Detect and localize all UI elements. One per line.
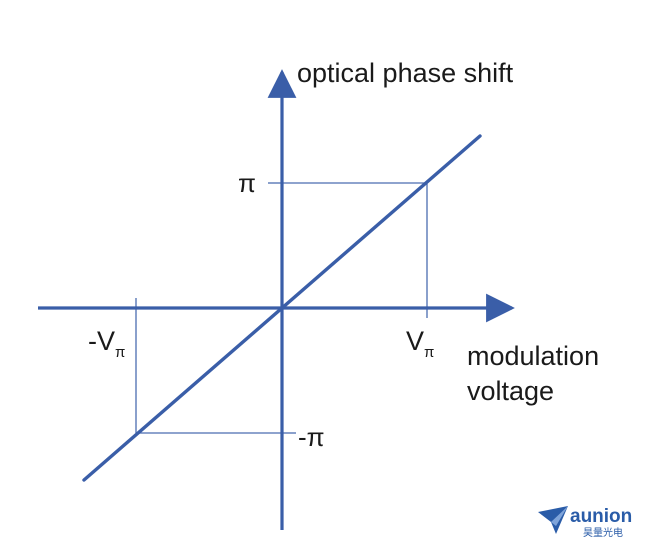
pi-label: π — [238, 168, 256, 198]
x-axis-label-line2: voltage — [467, 376, 554, 406]
logo-subtitle: 昊量光电 — [583, 526, 623, 539]
logo-name: aunion — [570, 506, 632, 527]
aunion-logo: aunion 昊量光电 — [538, 506, 632, 539]
paper-plane-icon — [538, 506, 568, 534]
neg-pi-label: -π — [298, 422, 325, 452]
y-axis-label: optical phase shift — [297, 58, 514, 88]
neg-v-pi-main: -V — [88, 326, 115, 356]
v-pi-main: V — [406, 326, 424, 356]
transfer-line — [82, 134, 482, 482]
v-pi-label: Vπ — [406, 326, 434, 361]
x-axis-label-line1: modulation — [467, 341, 599, 371]
v-pi-subscript: π — [424, 344, 434, 361]
neg-v-pi-label: -Vπ — [88, 326, 125, 361]
paper-plane-fold — [551, 506, 568, 526]
neg-v-pi-subscript: π — [115, 344, 125, 361]
